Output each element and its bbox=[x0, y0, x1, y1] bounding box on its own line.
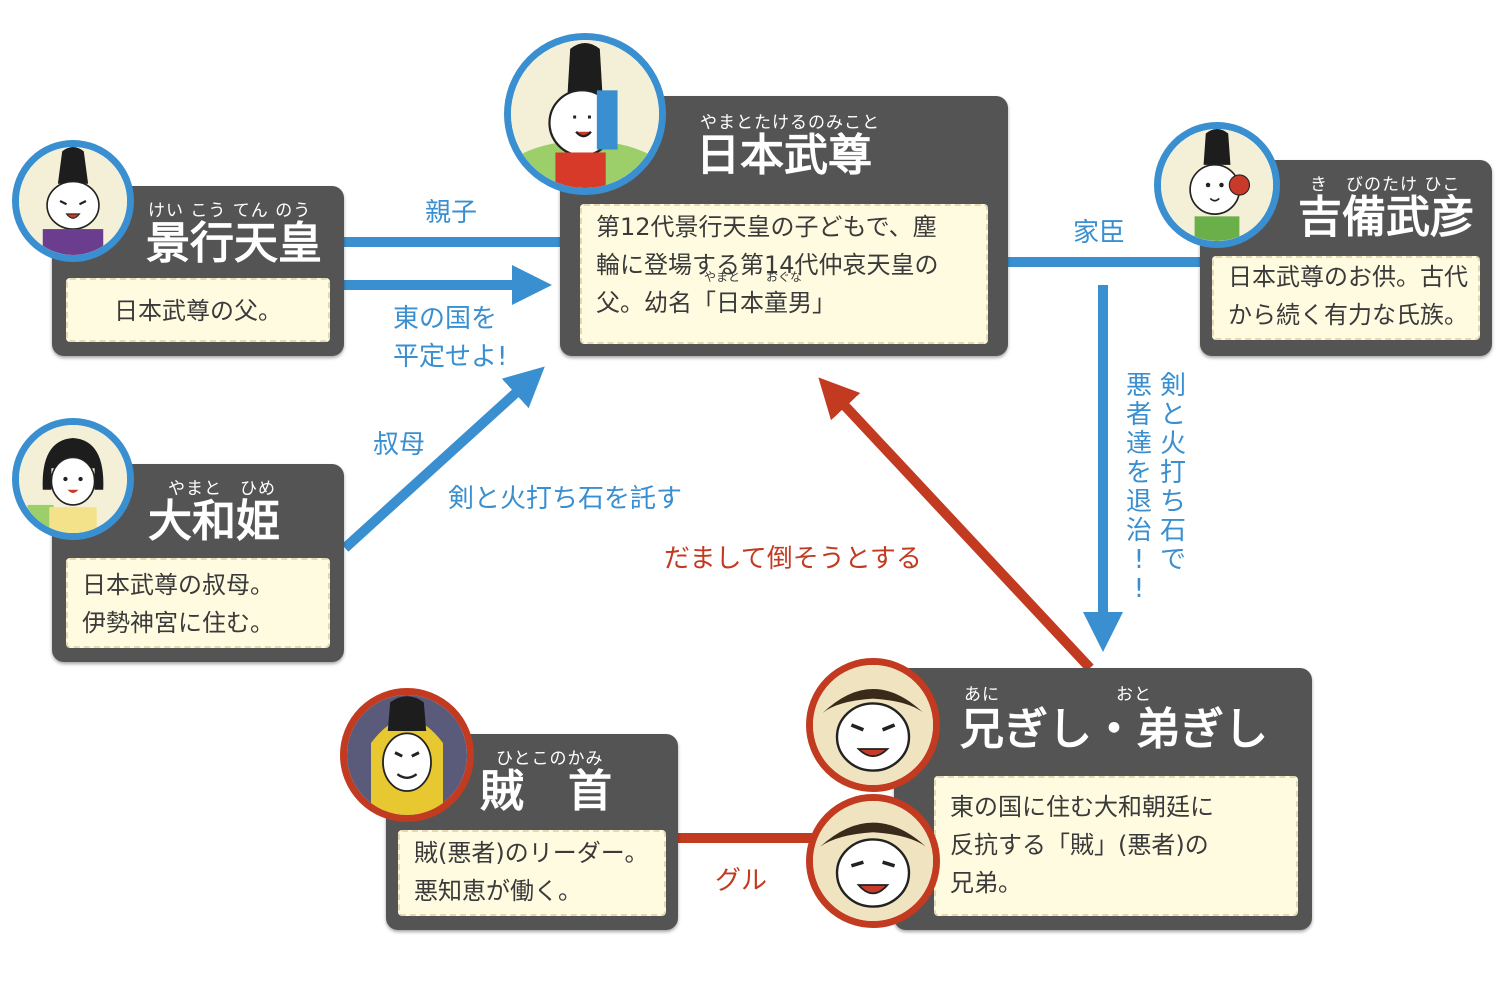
name-title: 日本武尊 bbox=[696, 130, 872, 181]
accomplice-label: グル bbox=[715, 866, 768, 896]
name-title: 大和姫 bbox=[148, 496, 280, 547]
yamato-takeru-avatar-icon bbox=[504, 33, 666, 195]
desc-line-3: 兄弟。 bbox=[950, 869, 1022, 897]
defeat-label-col1: 悪者達を退治!! bbox=[1125, 371, 1152, 604]
name-title: 景行天皇 bbox=[146, 218, 322, 269]
desc-line-1: 日本武尊のお供。古代 bbox=[1228, 263, 1468, 291]
description: 賊(悪者)のリーダー。 悪知恵が働く。 bbox=[398, 830, 666, 916]
trick-arrow bbox=[818, 377, 1094, 672]
parent-child-label: 親子 bbox=[425, 198, 478, 228]
desc-line-1: 日本武尊の叔母。 bbox=[82, 571, 274, 599]
kibi-avatar-icon bbox=[1154, 122, 1280, 248]
description: 日本武尊の叔母。 伊勢神宮に住む。 bbox=[66, 558, 330, 648]
name-ruby-elder: あに bbox=[964, 685, 1000, 705]
description: 日本武尊のお供。古代 から続く有力な氏族。 bbox=[1212, 256, 1480, 340]
card-chief: ひとこのかみ 賊 首 賊(悪者)のリーダー。 悪知恵が働く。 bbox=[386, 734, 678, 930]
keiko-avatar-icon bbox=[12, 140, 134, 262]
desc-line-3: 父。幼名「日本童男」 やまと おぐな bbox=[596, 270, 836, 317]
description: 第12代景行天皇の子どもで、塵 輪に登場する第14代仲哀天皇の 父。幼名「日本童… bbox=[580, 204, 988, 344]
desc-line-1: 第12代景行天皇の子どもで、塵 bbox=[596, 213, 937, 241]
name-ruby: やまとたけるのみこと bbox=[700, 113, 880, 133]
brother-younger-avatar-icon bbox=[806, 794, 940, 928]
name-ruby: き びのたけ ひこ bbox=[1310, 175, 1461, 195]
desc-line-2: 反抗する「賊」(悪者)の bbox=[950, 831, 1209, 859]
desc-line-1: 賊(悪者)のリーダー。 bbox=[414, 839, 649, 867]
trick-label: だまして倒そうとする bbox=[664, 544, 922, 574]
aunt-arrow bbox=[341, 366, 545, 552]
order-label-line2: 平定せよ! bbox=[393, 342, 508, 372]
desc-line-2: 輪に登場する第14代仲哀天皇の bbox=[596, 251, 939, 279]
desc-line-2: から続く有力な氏族。 bbox=[1228, 301, 1468, 329]
desc-line-2: 伊勢神宮に住む。 bbox=[82, 609, 274, 637]
card-brothers: あに おと 兄ぎし・弟ぎし 東の国に住む大和朝廷に 反抗する「賊」(悪者)の 兄… bbox=[894, 668, 1312, 930]
chief-avatar-icon bbox=[340, 688, 474, 822]
name-ruby-younger: おと bbox=[1116, 685, 1152, 705]
card-yamato-takeru: やまとたけるのみこと 日本武尊 第12代景行天皇の子どもで、塵 輪に登場する第1… bbox=[560, 96, 1008, 356]
retainer-label: 家臣 bbox=[1073, 218, 1126, 248]
desc-line-1: 東の国に住む大和朝廷に bbox=[950, 793, 1214, 821]
name-ruby: ひとこのかみ bbox=[496, 749, 604, 769]
entrust-label: 剣と火打ち石を託す bbox=[448, 484, 683, 514]
desc-ruby-1: やまと bbox=[704, 270, 741, 284]
description: 日本武尊の父。 bbox=[66, 278, 330, 342]
desc-ruby-2: おぐな bbox=[766, 270, 803, 284]
yamatohime-avatar-icon bbox=[12, 418, 134, 540]
order-label-line1: 東の国を bbox=[393, 304, 498, 334]
name-title: 兄ぎし・弟ぎし bbox=[960, 704, 1268, 755]
name-ruby: やまと ひめ bbox=[168, 479, 276, 499]
brother-elder-avatar-icon bbox=[806, 658, 940, 792]
name-title: 吉備武彦 bbox=[1298, 192, 1474, 243]
desc-line-2: 悪知恵が働く。 bbox=[414, 877, 582, 905]
card-yamatohime: やまと ひめ 大和姫 日本武尊の叔母。 伊勢神宮に住む。 bbox=[52, 464, 344, 662]
defeat-label-col2: 剣と火打ち石で bbox=[1159, 371, 1186, 575]
name-title: 賊 首 bbox=[480, 766, 612, 817]
description: 東の国に住む大和朝廷に 反抗する「賊」(悪者)の 兄弟。 bbox=[934, 776, 1298, 916]
name-ruby: けい こう てん のう bbox=[148, 201, 312, 221]
aunt-label: 叔母 bbox=[373, 430, 426, 460]
